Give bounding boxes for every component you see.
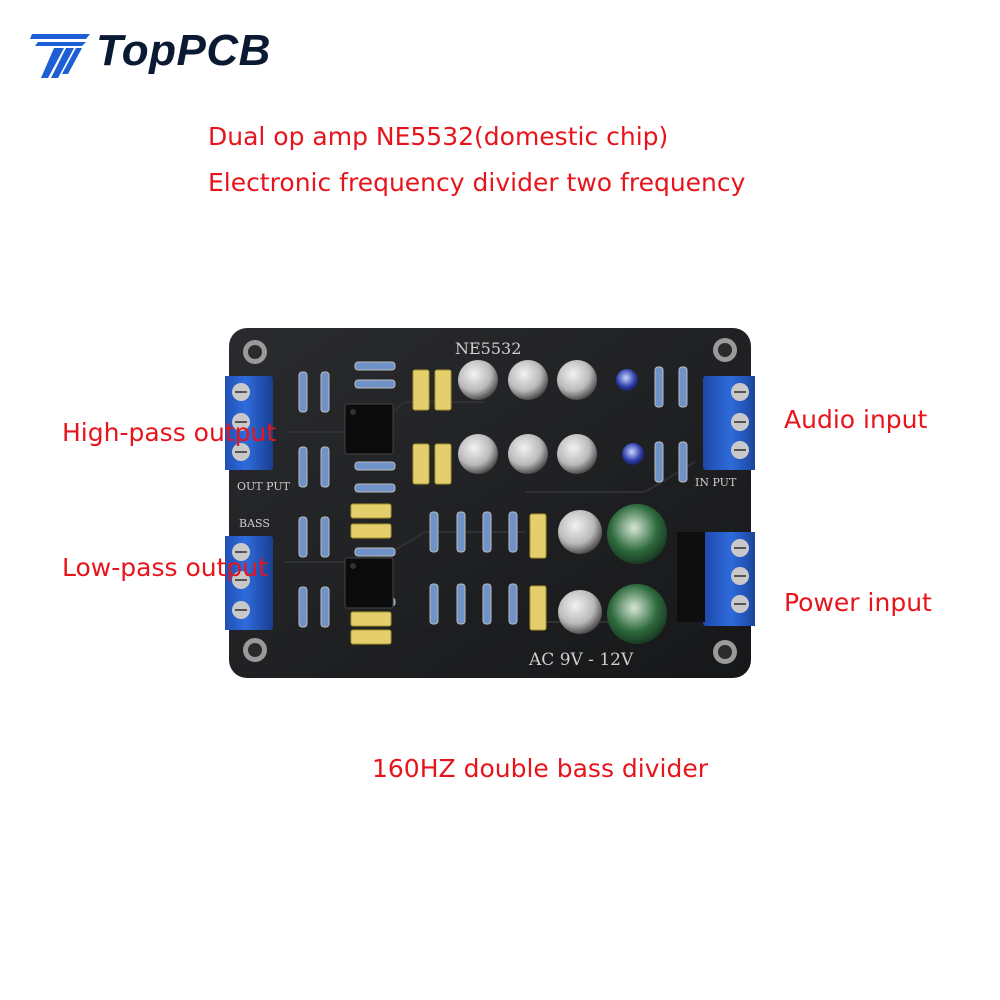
brand-logo [30, 30, 92, 80]
silkscreen-input: IN PUT [695, 476, 737, 489]
pcb-board: NE5532 OUT PUT IN PUT BASS AC 9V - 12V [225, 328, 755, 678]
brand-name: TopPCB [96, 26, 271, 75]
toppcb-logo-icon [30, 34, 90, 78]
regulator [677, 532, 705, 622]
mounting-holes [243, 338, 737, 664]
electrolytic-capacitors [458, 360, 667, 644]
film-capacitors [350, 369, 547, 645]
ic-chips [344, 403, 394, 609]
caption-low-pass: Low-pass output [62, 553, 268, 582]
silkscreen-power: AC 9V - 12V [528, 650, 634, 670]
output-terminal-top [225, 376, 273, 470]
silkscreen-chip: NE5532 [455, 339, 521, 358]
silkscreen-output: OUT PUT [237, 480, 291, 493]
caption-bottom: 160HZ double bass divider [372, 754, 709, 783]
caption-function: Electronic frequency divider two frequen… [208, 168, 746, 197]
resistors [298, 361, 688, 628]
pcb-board-photo: NE5532 OUT PUT IN PUT BASS AC 9V - 12V [225, 322, 755, 682]
caption-power-input: Power input [784, 588, 932, 617]
power-terminal [703, 532, 755, 626]
input-terminal [703, 376, 755, 470]
caption-chip: Dual op amp NE5532(domestic chip) [208, 122, 669, 151]
caption-audio-input: Audio input [784, 405, 928, 434]
silkscreen-bass: BASS [239, 517, 270, 530]
output-terminal-bass [225, 536, 273, 630]
caption-high-pass: High-pass output [62, 418, 277, 447]
